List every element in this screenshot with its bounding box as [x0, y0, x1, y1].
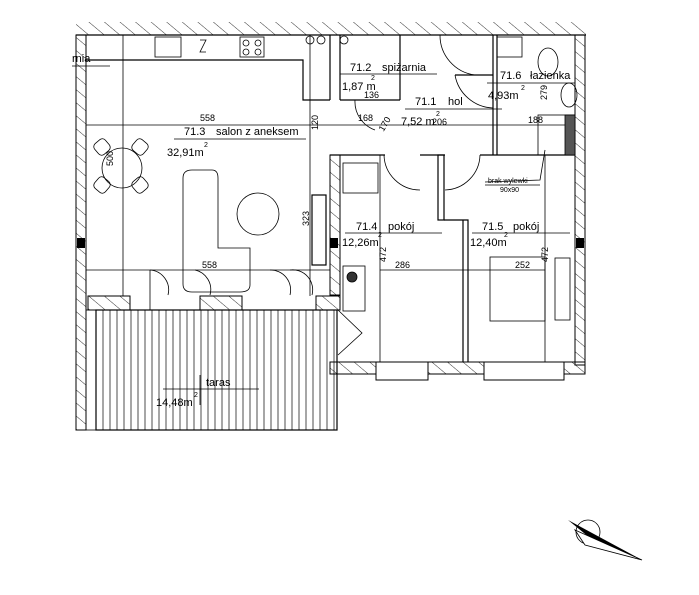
dimension-label: 500 — [105, 151, 115, 166]
room-number: 71.4 — [356, 221, 377, 233]
dimension-label: 286 — [395, 260, 410, 270]
dimension-label: 188 — [528, 115, 543, 125]
dimensions: 136 279 206 168 188 558 120 170 500 323 … — [105, 85, 550, 270]
room-name: łazienka — [530, 70, 571, 82]
bathroom-fixtures — [484, 36, 578, 183]
room-name: hol — [448, 96, 463, 108]
sofa-icon — [182, 169, 251, 293]
room-area: 12,40m — [470, 237, 507, 249]
dimension-label: 279 — [539, 85, 549, 100]
area-sup: 2 — [504, 232, 508, 239]
room-name: spiżarnia — [382, 62, 427, 74]
room-number: 71.5 — [482, 221, 503, 233]
dimension-label: 168 — [358, 113, 373, 123]
room-labels: rnia 71.2 spiżarnia 1,87 m 2 71.6 łazien… — [72, 53, 575, 409]
dimension-label: 472 — [378, 247, 388, 262]
stove-icon — [239, 36, 265, 58]
round-rug-icon — [236, 192, 280, 236]
room-number: 71.1 — [415, 96, 436, 108]
toilet-icon — [537, 47, 559, 77]
north-arrow-icon — [568, 519, 643, 561]
dimension-label: 558 — [202, 260, 217, 270]
room-name: taras — [206, 377, 231, 389]
dimension-label: 558 — [200, 113, 215, 123]
dimension-label: 472 — [540, 247, 550, 262]
room-name: pokój — [388, 221, 414, 233]
area-sup: 2 — [371, 75, 375, 82]
dimension-label: 120 — [310, 115, 320, 130]
dimension-label: 206 — [432, 117, 447, 127]
room-area: 7,52 m — [401, 116, 435, 128]
room-number: 71.6 — [500, 70, 521, 82]
dimension-label: 252 — [515, 260, 530, 270]
room-area: 1,87 m — [342, 81, 376, 93]
room-number: 71.3 — [184, 126, 205, 138]
interior-walls — [86, 35, 575, 362]
double-bed-icon — [489, 256, 546, 322]
room-name: salon z aneksem — [216, 126, 299, 138]
dimension-label: 323 — [301, 211, 311, 226]
furniture — [93, 138, 571, 322]
note-text: 90x90 — [500, 187, 519, 194]
area-sup: 2 — [436, 111, 440, 118]
terrace — [85, 309, 338, 431]
area-sup: 2 — [378, 232, 382, 239]
room-label-partial: rnia — [72, 53, 91, 65]
note-text: brak wylewki — [488, 178, 528, 185]
room-area: 32,91m — [167, 147, 204, 159]
dining-table-icon — [101, 147, 143, 189]
dimension-label: 136 — [364, 90, 379, 100]
room-name: pokój — [513, 221, 539, 233]
room-area: 4,93m — [488, 90, 519, 102]
room-area: 14,48m — [156, 397, 193, 409]
area-sup: 2 — [204, 142, 208, 149]
sink-icon — [154, 36, 182, 58]
area-sup: 2 — [194, 392, 198, 399]
exterior-walls — [75, 22, 586, 431]
kitchen-counter — [86, 35, 349, 101]
bed-icon — [342, 162, 379, 194]
doors — [337, 34, 494, 356]
room-number: 71.2 — [350, 62, 371, 74]
room-area: 12,26m — [342, 237, 379, 249]
area-sup: 2 — [521, 85, 525, 92]
dimension-label: 170 — [377, 115, 393, 133]
